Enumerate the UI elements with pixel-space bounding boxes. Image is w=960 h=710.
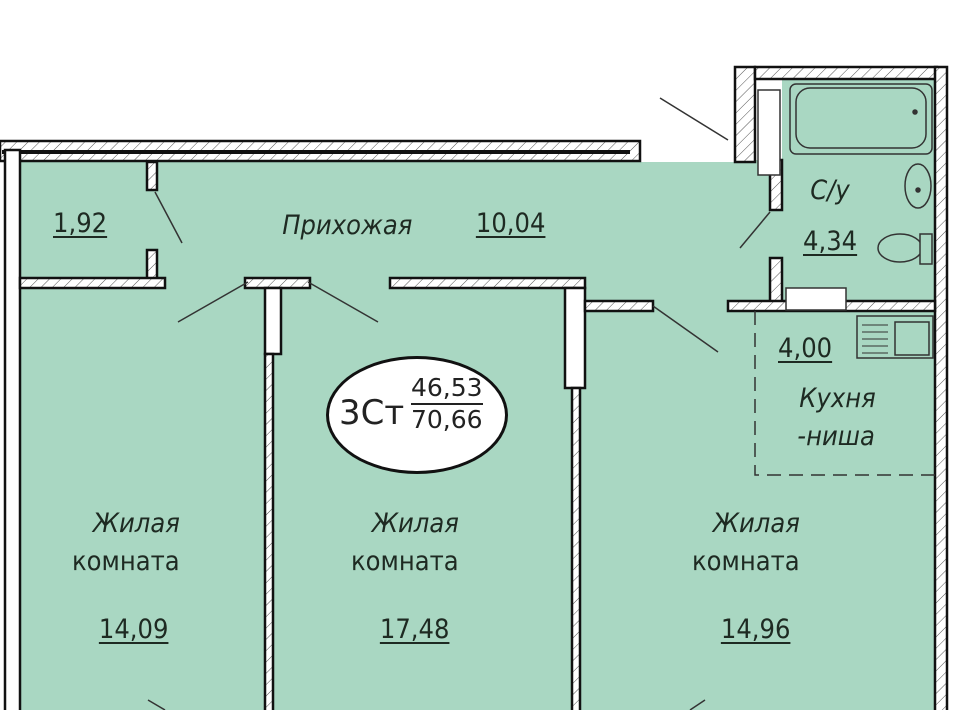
bathroom-area: 4,34 — [803, 226, 858, 257]
bathroom-label: С/у — [810, 175, 850, 206]
fixtures — [754, 83, 935, 476]
room1-label-line2: комната — [71, 546, 180, 577]
room3-area: 14,96 — [720, 614, 791, 645]
room3-label-line2: комната — [691, 546, 800, 577]
apartment-type: 3Ст — [339, 393, 405, 433]
radiator-icon — [757, 89, 781, 176]
kitchen-area: 4,00 — [778, 333, 833, 364]
kitchen-label-line1: Кухня — [799, 383, 876, 414]
apartment-badge: 3Ст 46,53 70,66 — [326, 356, 508, 474]
total-area: 70,66 — [411, 405, 483, 434]
hallway-area: 10,04 — [475, 208, 546, 239]
hallway-label: Прихожая — [282, 210, 413, 241]
toilet-icon — [877, 233, 923, 263]
sink-icon — [904, 163, 932, 209]
room1-area: 14,09 — [98, 614, 169, 645]
area-fraction: 46,53 70,66 — [411, 373, 483, 435]
door-swings — [147, 97, 771, 710]
room2-label-line2: комната — [350, 546, 459, 577]
closet-area: 1,92 — [53, 208, 108, 239]
living-area: 46,53 — [411, 373, 483, 405]
room3-label-line1: Жилая — [712, 508, 800, 539]
kitchen-niche-outline — [754, 311, 935, 476]
room1-label-line1: Жилая — [92, 508, 180, 539]
room2-area: 17,48 — [379, 614, 450, 645]
kitchen-label-line2: -ниша — [797, 421, 875, 452]
room2-label-line1: Жилая — [371, 508, 459, 539]
